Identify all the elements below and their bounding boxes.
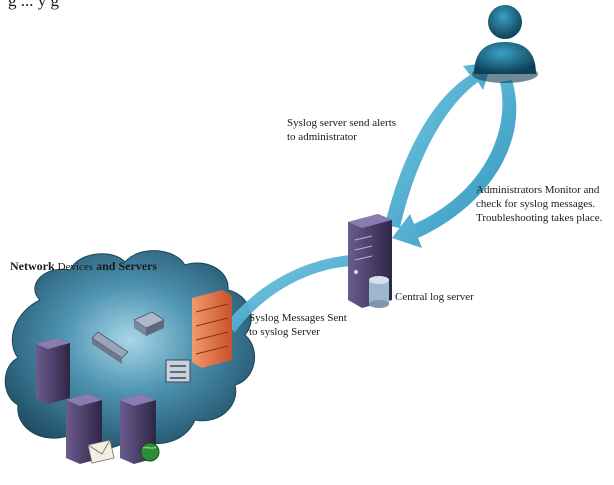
server-icon xyxy=(36,338,70,404)
top-heading-fragment: g ... y g xyxy=(8,0,59,10)
network-title-part: and Servers xyxy=(96,259,158,273)
router-icon xyxy=(133,311,165,336)
database-icon xyxy=(369,276,389,308)
monitor-label: Administrators Monitor and check for sys… xyxy=(476,184,603,224)
globe-icon xyxy=(140,442,160,462)
arrow-admin-to-server xyxy=(392,80,517,248)
alerts-label: Syslog server send alerts to administrat… xyxy=(287,117,397,143)
firewall-icon xyxy=(192,290,232,368)
router-icon xyxy=(165,359,191,383)
arrow-to-server xyxy=(225,246,375,332)
network-title-part: Network xyxy=(10,259,55,273)
administrator-icon xyxy=(472,5,538,83)
email-icon xyxy=(87,439,115,464)
messages-sent-label: Syslog Messages Sent to syslog Server xyxy=(249,312,347,338)
switch-icon xyxy=(91,331,129,364)
central-server-label: Central log server xyxy=(395,291,474,303)
network-title: Network Devices and Servers xyxy=(10,259,157,274)
network-title-part: Devices xyxy=(57,261,94,273)
